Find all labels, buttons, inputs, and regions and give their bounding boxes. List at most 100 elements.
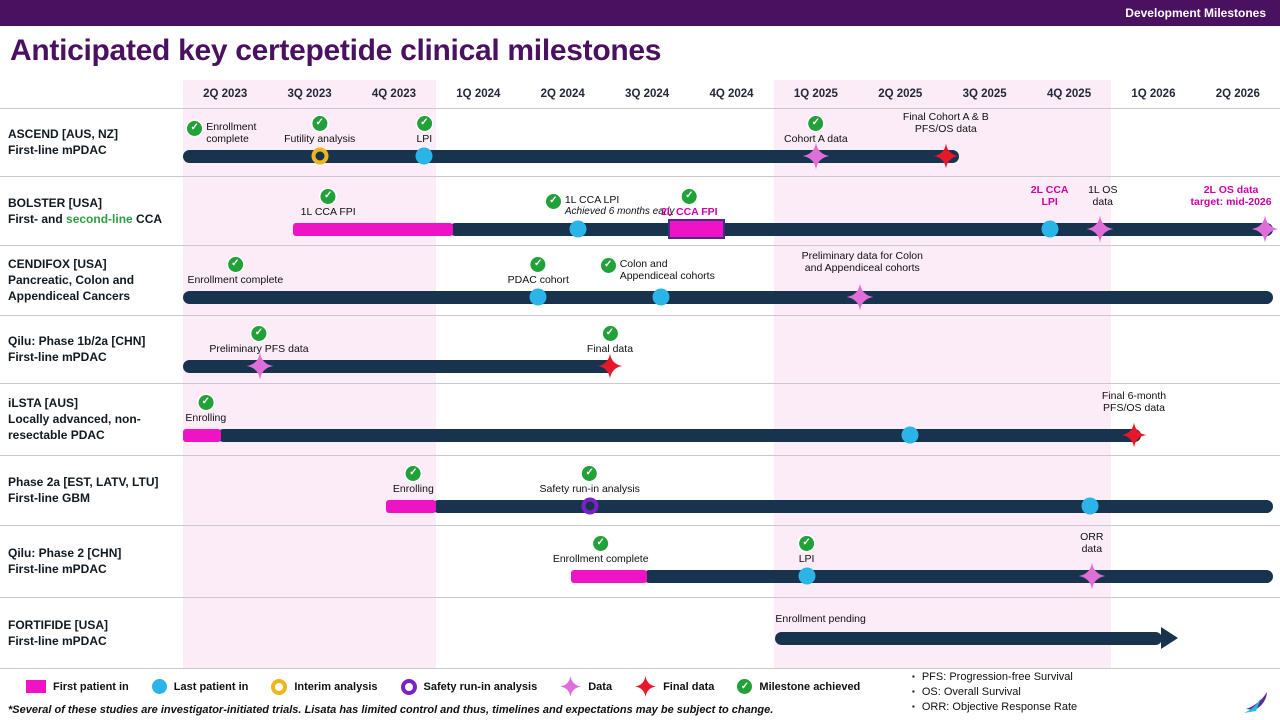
- note-line: Enrollment complete: [552, 553, 649, 565]
- lisata-logo-icon: [1244, 692, 1267, 713]
- milestone-note: ✓Futility analysis: [284, 116, 355, 146]
- abbreviation-list: ▪PFS: Progression-free Survival▪OS: Over…: [912, 671, 1077, 713]
- abbreviation-text: ORR: Objective Response Rate: [921, 701, 1078, 713]
- milestone-note: ✓Safety run-in analysis: [540, 466, 640, 496]
- data-star-marker: [246, 352, 274, 380]
- row-title-line: Qilu: Phase 1b/2a [CHN]: [8, 334, 146, 348]
- timeline-bar-navy: [216, 428, 1141, 442]
- row-title-line: Appendiceal Cancers: [8, 289, 131, 303]
- legend-item-fpi: First patient in: [26, 680, 129, 693]
- note-line: Enrolling: [392, 483, 434, 495]
- note-line: ORR: [1080, 530, 1104, 543]
- note-line: PDAC cohort: [507, 274, 569, 286]
- row-title-line: First- and second-line CCA: [8, 211, 180, 227]
- row-title-segment: second-line: [66, 211, 133, 226]
- row-title-line: Phase 2a [EST, LATV, LTU]: [8, 475, 159, 489]
- timeline-bar-navy: [183, 290, 1274, 304]
- quarter-label: 4Q 2025: [1046, 88, 1092, 100]
- row-title-line: First-line mPDAC: [8, 143, 107, 157]
- milestone-check-icon: ✓: [737, 679, 753, 694]
- milestone-note: ✓ PDAC cohort: [508, 257, 569, 287]
- first-patient-in-icon: [26, 680, 46, 693]
- quarter-label: 2Q 2026: [1215, 88, 1260, 100]
- note-line: Preliminary data for Colon: [801, 249, 923, 262]
- data-star-icon: [560, 676, 582, 697]
- milestone-check-icon: ✓: [312, 116, 328, 131]
- fpi-highlight-box: [668, 219, 726, 239]
- note-line: PFS/OS data: [914, 123, 977, 135]
- last-patient-in-marker: [1041, 220, 1059, 238]
- milestone-check-icon: ✓: [187, 120, 203, 136]
- note-line: Enrollment pending: [775, 613, 866, 625]
- note-line: Enrollment complete: [187, 274, 284, 286]
- milestone-check-icon: ✓: [251, 326, 267, 341]
- row-divider: [0, 176, 1280, 177]
- row-title-line: iLSTA [AUS]: [8, 396, 78, 410]
- milestone-note: ✓Enrollment complete: [187, 257, 283, 287]
- legend-item-final: Final data: [635, 676, 714, 697]
- quarter-label: 1Q 2024: [456, 88, 501, 100]
- row-title-line: Locally advanced, non-: [8, 412, 141, 426]
- quarter-label: 2Q 2025: [878, 88, 923, 100]
- final-data-star-marker: [933, 143, 959, 169]
- data-star-marker: [802, 142, 830, 170]
- row-title-line: First-line mPDAC: [8, 350, 107, 364]
- milestone-note: Enrollment pending: [775, 613, 865, 626]
- row-title-qilu-phase1b2a: Qilu: Phase 1b/2a [CHN] First-line mPDAC: [8, 315, 180, 383]
- milestone-note: ✓Enrollment complete: [553, 536, 649, 566]
- milestone-check-icon: ✓: [416, 116, 432, 131]
- final-data-star-marker: [597, 353, 623, 379]
- milestone-note: ✓Enrolling: [393, 466, 434, 496]
- milestone-check-icon: ✓: [198, 395, 214, 410]
- data-star-marker: [1078, 562, 1106, 590]
- milestone-note: ✓Preliminary PFS data: [209, 326, 309, 356]
- timeline-bar-magenta: [292, 222, 454, 236]
- milestone-check-icon: ✓: [582, 466, 598, 481]
- row-title-phase2a-gbm: Phase 2a [EST, LATV, LTU]First-line GBM: [8, 455, 180, 525]
- row-title-line: Pancreatic, Colon and: [8, 273, 135, 287]
- note-line: LPI: [798, 553, 815, 565]
- note-line: PFS/OS data: [1103, 402, 1165, 414]
- legend-item-interim: Interim analysis: [271, 678, 378, 695]
- note-line: LPI: [1041, 196, 1058, 208]
- note-line: Achieved 6 months early: [564, 206, 675, 217]
- timeline-bar-navy: [183, 359, 616, 373]
- row-title-qilu-phase2: Qilu: Phase 2 [CHN]First-line mPDAC: [8, 525, 180, 597]
- row-title-line: FORTIFIDE [USA]: [8, 617, 108, 632]
- final-data-star-marker: [1121, 422, 1147, 448]
- note-line: Enrolling: [185, 412, 227, 424]
- note-line: 1L CCA LPI: [564, 193, 620, 206]
- milestone-check-icon: ✓: [545, 193, 561, 209]
- note-line: Enrollment: [206, 120, 257, 133]
- milestone-note: ✓ LPI: [416, 116, 432, 146]
- row-title-ilsta: iLSTA [AUS]Locally advanced, non-resecta…: [8, 383, 180, 455]
- final-star-icon: [635, 676, 657, 697]
- year-shade-band: [183, 80, 437, 668]
- quarter-label: 1Q 2025: [793, 88, 838, 100]
- header-strip: Development Milestones: [0, 0, 1280, 26]
- row-title-line: ASCEND [AUS, NZ]: [8, 127, 118, 141]
- timeline-bar-navy: [183, 149, 960, 163]
- quarter-label: 2Q 2023: [203, 88, 248, 100]
- quarter-label: 3Q 2025: [962, 88, 1007, 100]
- milestone-note: ✓Cohort A data: [784, 116, 848, 146]
- milestone-check-icon: ✓: [530, 257, 546, 272]
- note-line: Final 6-month: [1101, 389, 1167, 402]
- timeline-bar-navy: [642, 569, 1274, 583]
- legend-label: Interim analysis: [294, 680, 378, 693]
- note-line: 2L CCA: [1030, 183, 1069, 196]
- last-patient-in-icon: [151, 679, 167, 694]
- last-patient-in-marker: [1081, 497, 1099, 515]
- note-line: LPI: [416, 133, 433, 145]
- last-patient-in-marker: [569, 220, 587, 238]
- row-title-line: BOLSTER [USA]: [8, 195, 102, 210]
- legend-label: Final data: [663, 680, 715, 693]
